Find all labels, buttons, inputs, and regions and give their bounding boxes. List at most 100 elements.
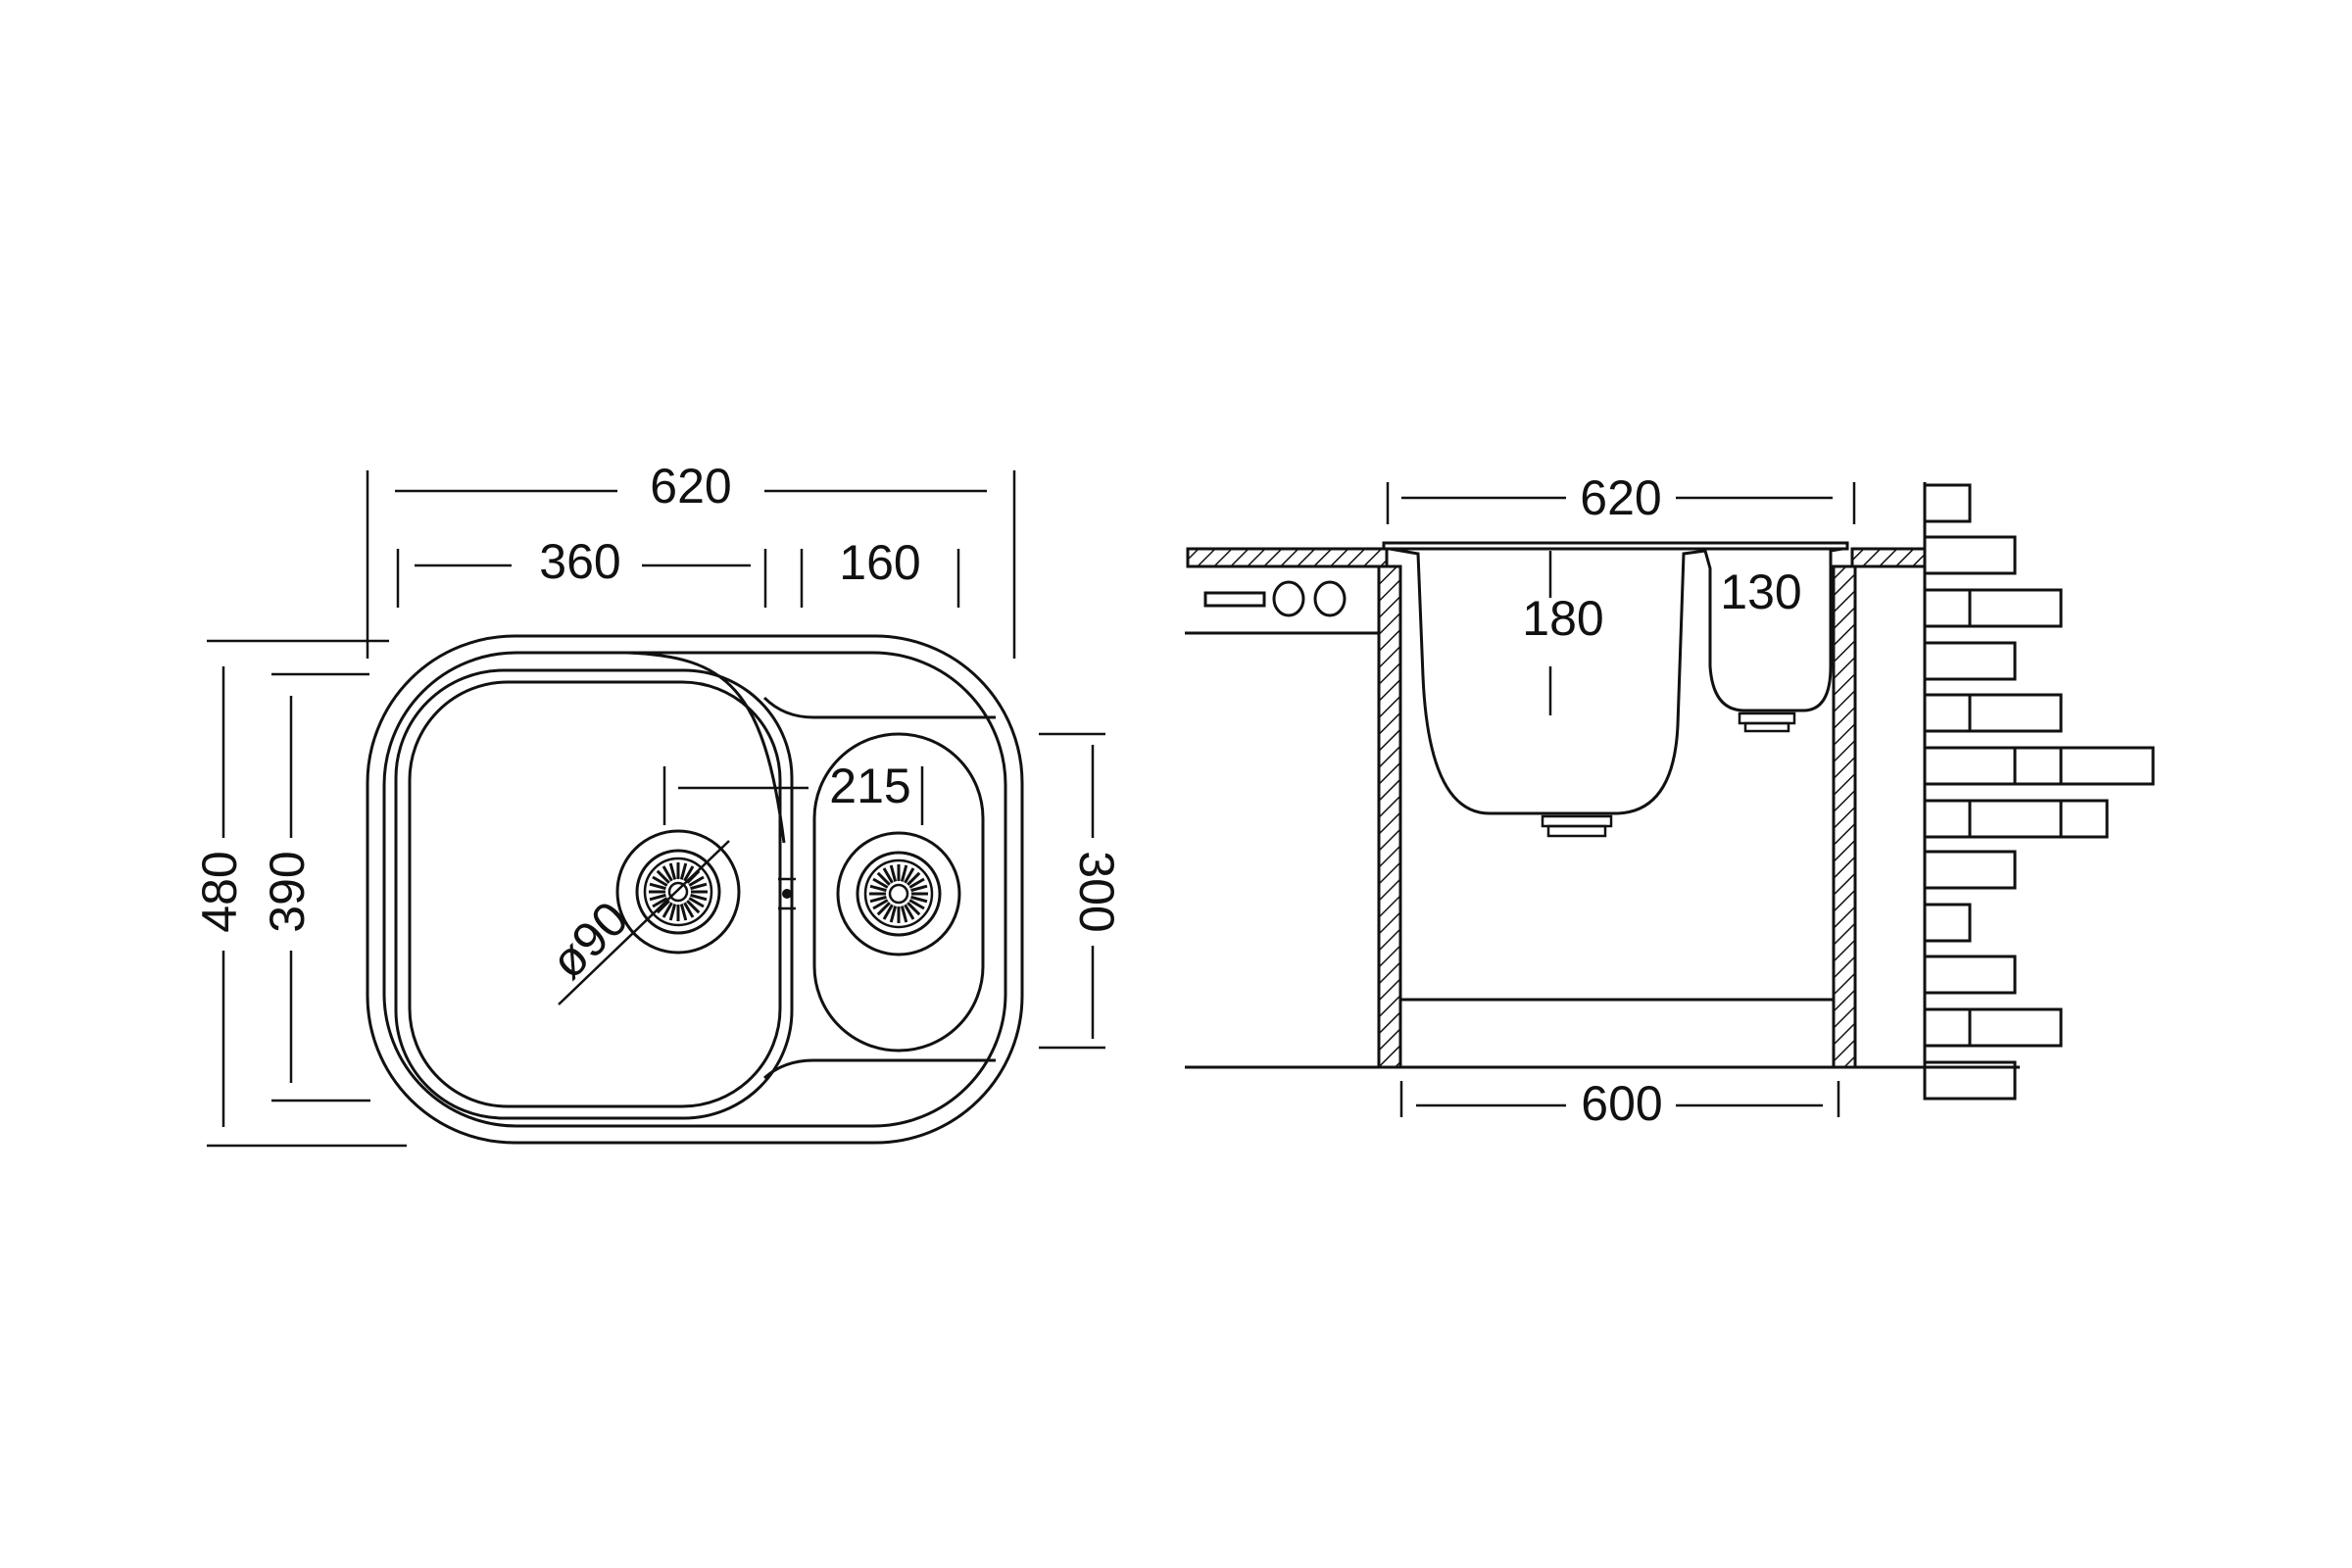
cabinet-wall-left <box>1377 564 1402 1069</box>
strainer-spoke <box>882 867 894 884</box>
main-bowl-profile <box>1389 547 1843 815</box>
top-view: 620 360 160 480 390 <box>192 459 1124 1148</box>
small-drain-outlet <box>1743 721 1790 733</box>
main-drain-outlet <box>1546 824 1607 838</box>
strainer-spoke <box>668 862 677 880</box>
cabinet-wall-right <box>1832 564 1857 1069</box>
brick <box>1923 1060 2017 1101</box>
sink-inner-rim <box>382 651 1007 1128</box>
brick <box>1923 535 2017 575</box>
countertop-right <box>1850 547 1927 568</box>
dim-360: 360 <box>396 534 767 608</box>
strainer-spoke <box>900 906 908 923</box>
dim-label-sink-width: 620 <box>1580 470 1661 525</box>
strainer-spoke <box>904 904 915 920</box>
strainer-spoke <box>688 875 705 887</box>
ledge-top <box>762 696 996 719</box>
strainer-spoke <box>668 904 677 921</box>
brick <box>2059 746 2155 786</box>
strainer-spoke <box>869 895 887 904</box>
brick <box>1968 799 2063 839</box>
strainer-spoke <box>872 899 889 910</box>
strainer-spoke <box>906 902 921 916</box>
strainer-spoke <box>690 893 708 902</box>
dim-label-cabinet-width: 600 <box>1581 1076 1662 1131</box>
small-drain-outlet <box>1738 711 1796 725</box>
dim-label-small-bowl-depth: 300 <box>1069 851 1124 932</box>
overflow-icon <box>778 877 796 910</box>
strainer-spoke <box>869 884 887 893</box>
dim-drain-diameter: ø90 <box>540 840 730 1005</box>
dim-label-main-bowl-depth: 390 <box>260 851 315 932</box>
dim-label-overall-depth: 480 <box>192 851 247 932</box>
brick <box>1923 799 1972 839</box>
dim-180: 180 <box>1522 551 1604 715</box>
strainer-spoke <box>882 904 894 920</box>
strainer-spoke <box>686 900 701 914</box>
small-drain-icon <box>836 831 961 956</box>
brick <box>2013 746 2063 786</box>
strainer-spoke <box>662 865 673 882</box>
strainer-spoke <box>876 871 891 886</box>
strainer-spoke <box>683 902 695 918</box>
dim-620-side: 620 <box>1386 470 1856 525</box>
strainer-spoke <box>889 906 898 923</box>
strainer-spoke <box>652 897 668 908</box>
dim-label-overall-width: 620 <box>650 459 731 514</box>
brick <box>1968 693 2063 733</box>
dim-600: 600 <box>1399 1076 1840 1131</box>
main-bowl-inner <box>408 680 782 1108</box>
strainer-spoke <box>889 864 898 882</box>
brick <box>2059 799 2109 839</box>
appliance-handle <box>1203 591 1266 608</box>
strainer-spoke <box>656 869 670 884</box>
dim-label-small-bowl-width: 160 <box>839 535 920 590</box>
strainer-spoke <box>900 864 908 882</box>
strainer-spoke <box>649 893 666 902</box>
brick <box>1923 588 1972 628</box>
brick <box>1923 850 2017 890</box>
brick <box>1923 903 1972 943</box>
countertop-left <box>1186 547 1389 568</box>
strainer-spoke <box>910 895 928 904</box>
strainer-spoke <box>872 877 889 889</box>
brick <box>1968 588 2063 628</box>
strainer-spoke <box>679 904 688 921</box>
dim-label-drain-diameter: ø90 <box>540 891 639 990</box>
dim-390: 390 <box>260 672 370 1102</box>
brick <box>1968 1007 2063 1048</box>
brick <box>1923 483 1972 523</box>
strainer-spoke <box>910 884 928 893</box>
strainer-spoke <box>683 865 695 882</box>
brick <box>1923 693 1972 733</box>
ledge-bottom <box>762 1058 996 1080</box>
appliance-knob <box>1272 580 1305 617</box>
strainer-spoke <box>656 900 670 914</box>
strainer-spoke <box>908 899 925 910</box>
sink-outer-rim <box>366 634 1024 1145</box>
strainer-spoke <box>876 902 891 916</box>
brick <box>1923 1007 1972 1048</box>
strainer-spoke <box>649 882 666 891</box>
main-drain-icon <box>615 829 741 955</box>
brick-wall <box>1923 482 2155 1101</box>
brick <box>1923 955 2017 995</box>
dim-label-main-bowl-width: 360 <box>539 534 620 589</box>
sink-rim-profile <box>1382 541 1849 551</box>
strainer-spoke <box>904 867 915 884</box>
dim-label-drain-spacing: 215 <box>829 759 910 813</box>
main-drain-outlet <box>1541 814 1613 828</box>
dim-215: 215 <box>662 759 924 825</box>
strainer-spoke <box>652 875 668 887</box>
dim-label-main-bowl-depth: 180 <box>1522 591 1603 646</box>
dim-300: 300 <box>1039 732 1124 1050</box>
dim-160: 160 <box>800 535 960 608</box>
strainer-spoke <box>679 862 688 880</box>
dim-480: 480 <box>192 639 407 1148</box>
side-view: 620 180 130 600 <box>1185 470 2155 1131</box>
main-bowl-outer <box>394 668 794 1120</box>
strainer-spoke <box>908 877 925 889</box>
strainer-spoke <box>662 902 673 918</box>
dim-label-small-bowl-depth: 130 <box>1720 564 1801 619</box>
